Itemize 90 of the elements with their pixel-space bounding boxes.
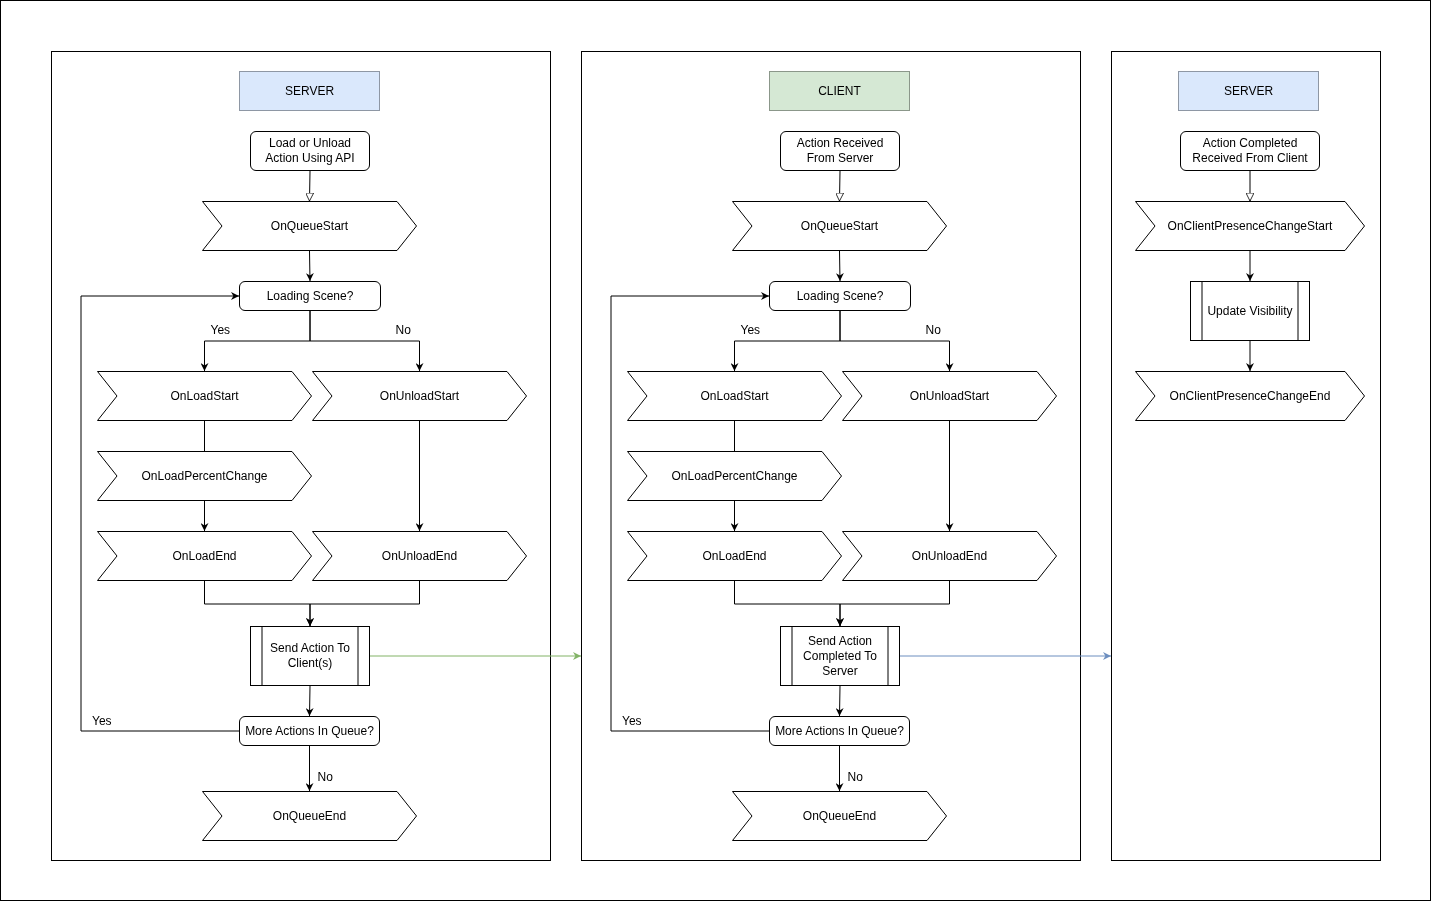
swimlane-panel [581, 51, 1081, 861]
node-label: Loading Scene? [796, 288, 884, 304]
node-label: More Actions In Queue? [245, 723, 374, 739]
node-label: CLIENT [818, 83, 861, 99]
event-step-box [1135, 201, 1365, 251]
node-label: Action Completed Received From Client [1191, 136, 1309, 166]
node-label: SERVER [284, 83, 335, 99]
arrow [835, 250, 844, 282]
node-label: Send Action To Client(s) [269, 641, 351, 671]
event-step-box [842, 531, 1057, 581]
node-label: Loading Scene? [266, 288, 354, 304]
event-step-box [732, 791, 947, 841]
arrow [835, 170, 845, 202]
arrow [309, 310, 424, 372]
arrow [305, 170, 315, 202]
start-box [1180, 131, 1320, 171]
edge-label: Yes [209, 324, 232, 337]
node-label: OnLoadStart [169, 388, 240, 404]
arrow [730, 500, 739, 532]
arrow [836, 580, 950, 627]
connector-line [734, 420, 735, 452]
node-label: OnUnloadStart [378, 388, 461, 404]
event-step-box [97, 451, 312, 501]
arrow [200, 500, 209, 532]
node-label: Action Received From Server [795, 136, 885, 166]
node-label: SERVER [1223, 83, 1274, 99]
arrow [835, 745, 844, 792]
arrow [305, 685, 314, 717]
arrow [899, 652, 1112, 660]
swimlane-panel [1111, 51, 1381, 861]
event-step-box [1135, 371, 1365, 421]
event-step-box [627, 531, 842, 581]
arrow [305, 745, 314, 792]
process-box [780, 626, 900, 686]
start-box [780, 131, 900, 171]
event-step-box [842, 371, 1057, 421]
lane-header [1178, 71, 1319, 111]
node-label: More Actions In Queue? [775, 723, 904, 739]
decision-box [769, 716, 910, 746]
event-step-box [312, 371, 527, 421]
node-label: OnQueueEnd [801, 808, 878, 824]
edge-label: Yes [739, 324, 762, 337]
node-label: OnLoadEnd [171, 548, 238, 564]
node-label: OnLoadEnd [701, 548, 768, 564]
event-step-box [202, 791, 417, 841]
lane-header [769, 71, 910, 111]
arrow [835, 685, 844, 717]
event-step-box [97, 371, 312, 421]
arrow [415, 420, 424, 532]
event-step-box [97, 531, 312, 581]
decision-box [239, 716, 380, 746]
event-step-box [202, 201, 417, 251]
node-label: OnLoadPercentChange [670, 468, 799, 484]
process-box [1190, 281, 1310, 341]
event-step-box [732, 201, 947, 251]
arrow [1246, 250, 1254, 282]
decision-box [769, 281, 911, 311]
node-label: OnUnloadEnd [910, 548, 989, 564]
arrow [839, 310, 954, 372]
node-label: OnUnloadEnd [380, 548, 459, 564]
node-label: Load or Unload Action Using API [264, 136, 356, 166]
arrow [945, 420, 954, 532]
arrow [306, 580, 420, 627]
node-label: Update Visibility [1206, 303, 1294, 319]
edge-label: Yes [621, 715, 643, 728]
arrow [80, 292, 240, 732]
swimlane-panel [51, 51, 551, 861]
arrow [305, 250, 314, 282]
node-label: OnLoadStart [699, 388, 770, 404]
event-step-box [627, 451, 842, 501]
arrow [610, 292, 770, 732]
arrow [369, 652, 582, 660]
lane-header [239, 71, 380, 111]
node-label: OnClientPresenceChangeStart [1166, 218, 1334, 234]
node-label: OnQueueStart [269, 218, 350, 234]
arrow [1245, 170, 1255, 202]
edge-label: Yes [91, 715, 113, 728]
event-step-box [312, 531, 527, 581]
node-label: OnLoadPercentChange [140, 468, 269, 484]
node-label: OnQueueEnd [271, 808, 348, 824]
process-box [250, 626, 370, 686]
event-step-box [627, 371, 842, 421]
node-label: OnQueueStart [799, 218, 880, 234]
node-label: Send Action Completed To Server [802, 633, 878, 679]
node-label: OnClientPresenceChangeEnd [1168, 388, 1332, 404]
start-box [250, 131, 370, 171]
decision-box [239, 281, 381, 311]
arrow [1246, 340, 1254, 372]
connector-line [204, 420, 205, 452]
node-label: OnUnloadStart [908, 388, 991, 404]
